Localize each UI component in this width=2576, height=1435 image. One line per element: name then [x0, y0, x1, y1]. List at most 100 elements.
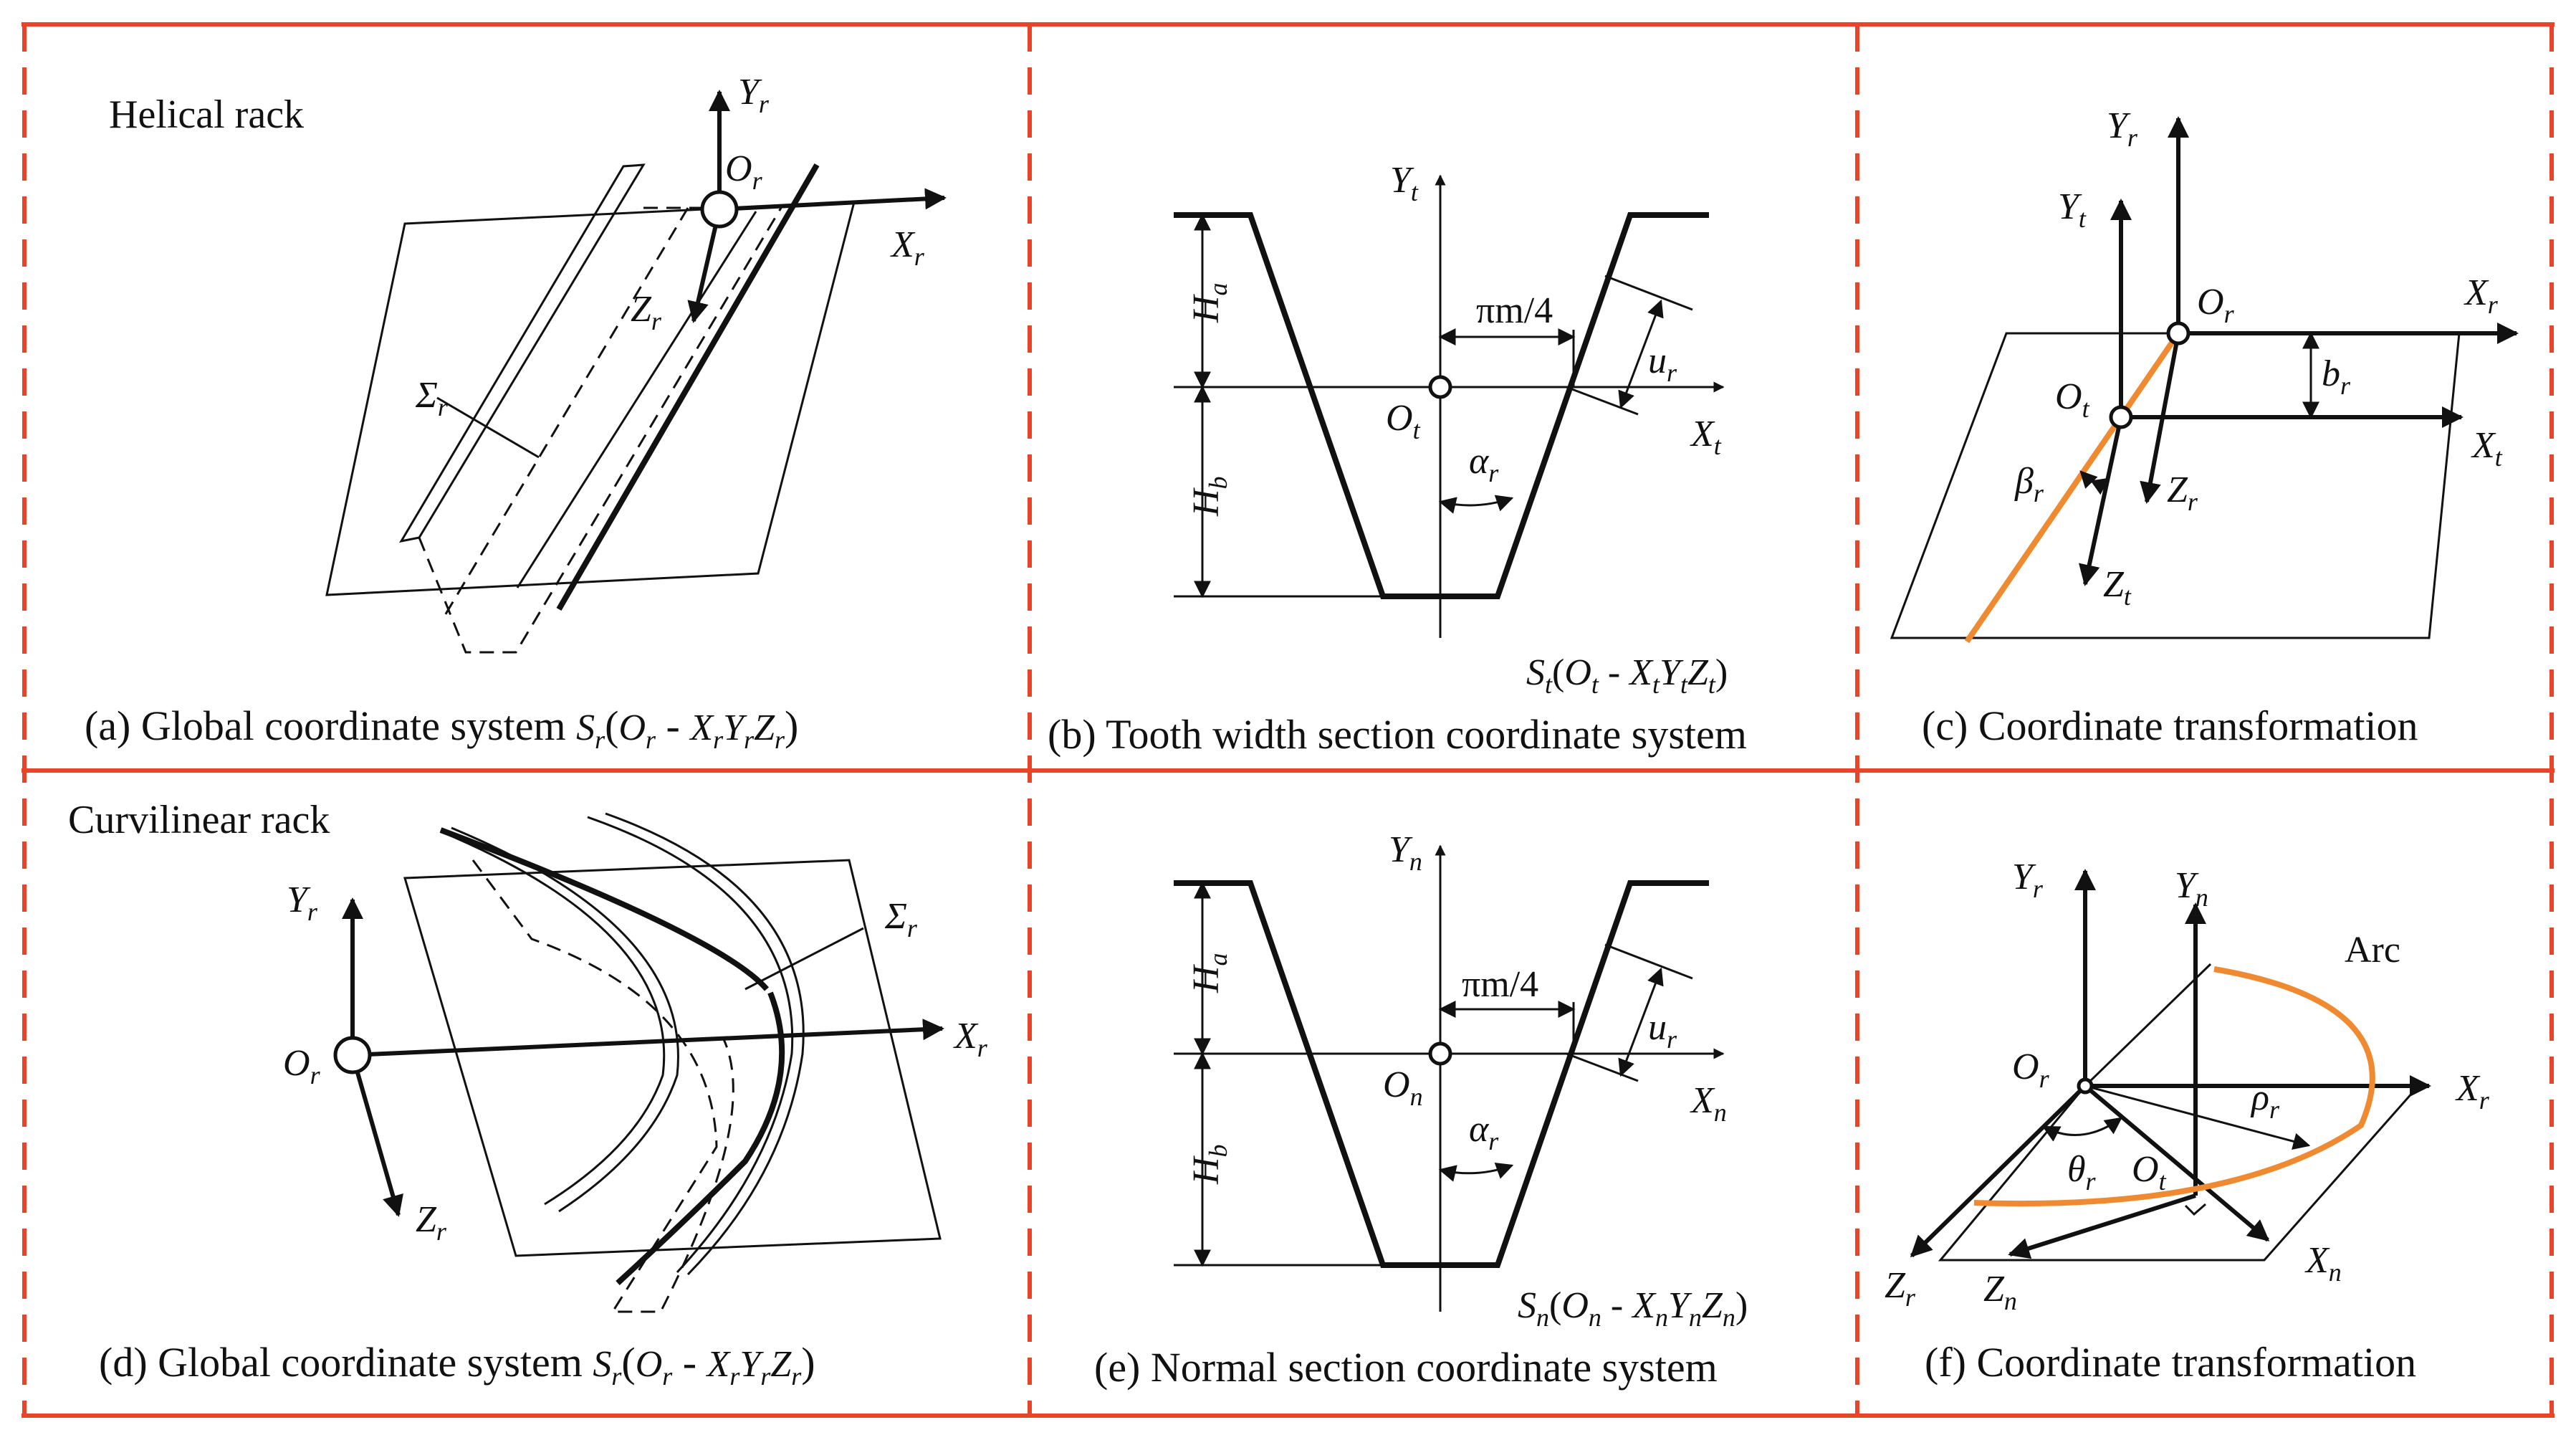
panel-d-arc-thick [616, 991, 785, 1285]
panel-f-zr-axis [1910, 1084, 2087, 1258]
panel-f-xr-label: Xr [2455, 1068, 2490, 1115]
panel-f-theta-label: θr [2067, 1149, 2097, 1196]
panel-a-x-label: Xr [890, 224, 925, 271]
panel-b-pim4-label: πm/4 [1476, 290, 1553, 331]
panel-c-orange-line [1964, 331, 2181, 644]
panel-d-hidden-edges [471, 859, 734, 1313]
panel-d-plane [403, 859, 942, 1257]
panel-e-system-label: Sn(On - XnYnZn) [1518, 1285, 1748, 1332]
panel-b-ur-dim [1618, 299, 1664, 409]
panel-b-system-label: St(Ot - XtYtZt) [1526, 652, 1728, 699]
panel-e-ur-ext-1 [1604, 943, 1693, 980]
panel-d-arc-inner-2 [451, 826, 679, 1213]
panel-f-arc-curve [1973, 966, 2375, 1207]
panel-d-tooth-top-edge [439, 827, 770, 991]
panel-d-origin-label: Or [283, 1043, 321, 1090]
panel-c-ot-origin [2109, 405, 2133, 429]
panel-a-y-label: Yr [738, 72, 770, 118]
panel-c-xr-label: Xr [2464, 272, 2499, 319]
panel-d-x-label: Xr [953, 1016, 988, 1062]
panel-a-z-label: Zr [631, 289, 662, 335]
panel-c-caption: (c) Coordinate transformation [1922, 702, 2418, 749]
panel-c-zt-label: Zt [2103, 564, 2132, 611]
panel-e-origin-label: On [1383, 1064, 1423, 1111]
panel-f-zr-label: Zr [1885, 1265, 1916, 1312]
panel-f-ot-label: Ot [2132, 1149, 2167, 1196]
panel-b-alpha-label: αr [1469, 441, 1499, 487]
panel-d-x-axis [352, 1019, 944, 1057]
panel-e-alpha-label: αr [1469, 1109, 1499, 1155]
panel-b-y-label: Yt [1390, 160, 1419, 206]
panel-c: Yr Yt Or Ot Xr Xt br βr Zr Zt (c) Coordi… [1890, 105, 2519, 749]
panel-b-ur-label: ur [1648, 340, 1677, 387]
panel-f-xn-axis [2084, 1084, 2270, 1242]
panel-d-arc-outer-1 [587, 816, 794, 1274]
panel-grid [21, 22, 2555, 1418]
panel-a-tooth-left [398, 163, 646, 543]
panel-e-ur-dim [1618, 967, 1664, 1077]
panel-f-origin [2077, 1077, 2094, 1095]
panel-d-sigma-label: Σr [884, 896, 918, 943]
panel-a-tooth-edge-1 [516, 211, 757, 588]
panel-f-yn-label: Yn [2175, 865, 2208, 912]
panel-d: Curvilinear rack Σr Yr Xr Or Zr (d) Glob… [68, 798, 988, 1391]
panel-c-zr-label: Zr [2167, 469, 2198, 516]
panel-a-plane [325, 201, 856, 596]
panel-f-theta-arc [2041, 1117, 2122, 1142]
panel-e-y-label: Yn [1389, 829, 1422, 876]
panel-f-zn-label: Zn [1983, 1269, 2017, 1315]
panel-b-ur-ext-1 [1604, 275, 1693, 311]
panel-a-hidden-edges [418, 206, 782, 654]
panel-f-xn-label: Xn [2304, 1240, 2342, 1287]
panel-c-zt-axis [2078, 416, 2123, 586]
panel-a-x-axis [719, 188, 947, 211]
panel-b-origin [1428, 375, 1452, 399]
panel-d-title: Curvilinear rack [68, 798, 330, 842]
panel-b-ha-label: Ha [1186, 282, 1232, 323]
panel-f-rho-label: ρr [2250, 1077, 2280, 1124]
panel-f-caption: (f) Coordinate transformation [1925, 1339, 2416, 1386]
panel-d-z-label: Zr [416, 1199, 447, 1246]
panel-f-right-angle [2184, 1203, 2206, 1216]
panel-f-yr-label: Yr [2012, 857, 2044, 903]
panel-f-arc-label: Arc [2345, 930, 2400, 971]
panel-d-arc-outer-2 [605, 812, 805, 1276]
panel-c-br-label: br [2322, 353, 2351, 400]
panel-e: Yn Xn On Ha Hb πm/4 ur αr Sn(On - XnYnZn… [1094, 829, 1748, 1391]
panel-e-ha-label: Ha [1186, 953, 1232, 993]
panel-b-alpha-arc [1438, 495, 1514, 514]
panel-b: Yt Xt Ot Ha Hb πm/4 ur αr St(Ot - XtYtZt… [1048, 160, 1747, 758]
panel-c-or-origin [2166, 321, 2190, 345]
panel-e-ur-label: ur [1648, 1007, 1677, 1054]
panel-b-x-label: Xt [1690, 414, 1722, 460]
panel-a-caption: (a) Global coordinate system Sr(Or - XrY… [85, 702, 798, 754]
panel-d-origin [333, 1036, 372, 1074]
panel-d-z-axis [350, 1054, 403, 1217]
panel-a-sigma-label: Σr [415, 375, 449, 421]
panel-c-or-label: Or [2197, 282, 2235, 328]
panel-f: Yr Yn Arc Or Xr ρr θr Ot Xn Zr Zn (f) Co… [1885, 857, 2490, 1386]
panel-c-beta-arc [2079, 470, 2110, 495]
panel-a-title: Helical rack [109, 92, 304, 137]
panel-a-origin-label: Or [725, 148, 763, 195]
panel-a-tooth-edge-2 [556, 163, 820, 611]
panel-d-sigma-leader [744, 927, 864, 991]
panel-c-yt-label: Yt [2058, 186, 2087, 233]
panel-a-origin [700, 190, 739, 229]
panel-c-ot-label: Ot [2055, 376, 2090, 423]
panel-e-alpha-arc [1438, 1163, 1514, 1182]
panel-f-diagonal [2084, 963, 2212, 1087]
panel-e-caption: (e) Normal section coordinate system [1094, 1344, 1718, 1391]
panel-e-hb-label: Hb [1186, 1144, 1232, 1185]
panel-d-arc-inner-1 [440, 830, 666, 1206]
panel-a-sigma-leader [436, 396, 540, 459]
panel-f-zn-axis [2008, 1193, 2196, 1259]
panel-b-ur-ext-2 [1566, 386, 1639, 416]
panel-e-x-label: Xn [1690, 1080, 1727, 1127]
panel-a-z-axis [687, 209, 722, 323]
panel-c-beta-label: βr [2014, 461, 2044, 507]
panel-e-pim4-label: πm/4 [1462, 964, 1538, 1005]
panel-a: Helical rack Σr Yr Or Xr Zr (a) Global c… [85, 72, 947, 754]
panel-c-xt-label: Xt [2471, 425, 2503, 472]
